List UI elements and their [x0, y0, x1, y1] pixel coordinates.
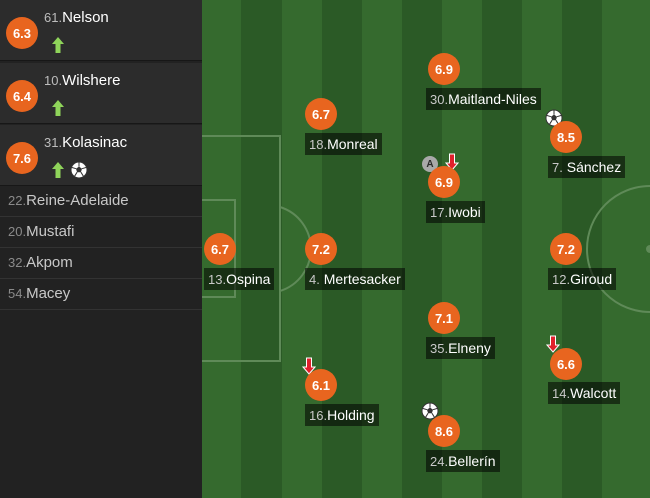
rating-badge: 6.7 — [204, 233, 236, 265]
player-name: Macey — [26, 285, 71, 302]
player-name: Monreal — [327, 136, 378, 152]
player-number: 16. — [309, 408, 328, 423]
sub-on-arrow-icon — [52, 100, 64, 116]
player-name: Wilshere — [62, 72, 121, 89]
sub-on-arrow-icon — [52, 162, 64, 178]
player-name: Holding — [327, 407, 375, 423]
rating-badge: 8.6 — [428, 415, 460, 447]
rating-badge: 6.4 — [6, 80, 38, 112]
player-number: 4. — [309, 272, 320, 287]
substitute-row-nelson[interactable]: 6.3 61.Nelson — [0, 0, 202, 61]
player-name: Sánchez — [566, 159, 622, 175]
player-number: 20. — [8, 224, 27, 239]
player-name: Mertesacker — [323, 271, 401, 287]
player-name: Walcott — [570, 385, 617, 401]
player-number: 22. — [8, 193, 27, 208]
bench-row-reine-adelaide[interactable]: 22.Reine-Adelaide — [0, 186, 202, 217]
player-name: Giroud — [570, 271, 613, 287]
player-number: 7. — [552, 160, 563, 175]
player-name: Ospina — [226, 271, 271, 287]
player-number: 31. — [44, 135, 63, 150]
rating-badge: 7.6 — [6, 142, 38, 174]
player-number: 17. — [430, 205, 449, 220]
rating-badge: 6.9 — [428, 166, 460, 198]
rating-badge: 6.1 — [305, 369, 337, 401]
rating-badge: 7.1 — [428, 302, 460, 334]
player-number: 12. — [552, 272, 571, 287]
rating-badge: 7.2 — [305, 233, 337, 265]
player-number: 54. — [8, 286, 27, 301]
player-name: Kolasinac — [62, 134, 128, 151]
player-number: 13. — [208, 272, 227, 287]
player-number: 30. — [430, 92, 449, 107]
bench-row-akpom[interactable]: 32.Akpom — [0, 248, 202, 279]
substitute-row-wilshere[interactable]: 6.4 10.Wilshere — [0, 63, 202, 124]
player-name: Maitland-Niles — [448, 91, 537, 107]
rating-badge: 6.3 — [6, 17, 38, 49]
player-name: Mustafi — [26, 223, 75, 240]
player-name: Reine-Adelaide — [26, 192, 129, 209]
player-name: Nelson — [62, 9, 109, 26]
bench-row-mustafi[interactable]: 20.Mustafi — [0, 217, 202, 248]
rating-badge: 6.7 — [305, 98, 337, 130]
player-number: 24. — [430, 454, 449, 469]
player-number: 61. — [44, 10, 63, 25]
sub-on-arrow-icon — [52, 37, 64, 53]
rating-badge: 6.6 — [550, 348, 582, 380]
substitute-row-kolasinac[interactable]: 7.6 31.Kolasinac — [0, 125, 202, 186]
goal-ball-icon — [421, 402, 439, 420]
substitutes-panel: 6.3 61.Nelson 6.4 10.Wilshere 7.6 31.Kol… — [0, 0, 202, 498]
player-number: 18. — [309, 137, 328, 152]
player-number: 35. — [430, 341, 449, 356]
goal-ball-icon — [70, 161, 88, 179]
player-number: 14. — [552, 386, 571, 401]
pitch: 6.7 13.Ospina 6.7 18.Monreal 7.2 4. Mert… — [202, 0, 650, 498]
pitch-markings — [202, 0, 650, 498]
player-name: Akpom — [26, 254, 73, 271]
sub-off-arrow-icon — [546, 335, 560, 353]
player-name: Bellerín — [448, 453, 496, 469]
player-number: 10. — [44, 73, 63, 88]
bench-row-macey[interactable]: 54.Macey — [0, 279, 202, 310]
rating-badge: 7.2 — [550, 233, 582, 265]
player-name: Iwobi — [448, 204, 481, 220]
player-name: Elneny — [448, 340, 491, 356]
sub-off-arrow-icon — [302, 357, 316, 375]
rating-badge: 8.5 — [550, 121, 582, 153]
rating-badge: 6.9 — [428, 53, 460, 85]
player-number: 32. — [8, 255, 27, 270]
